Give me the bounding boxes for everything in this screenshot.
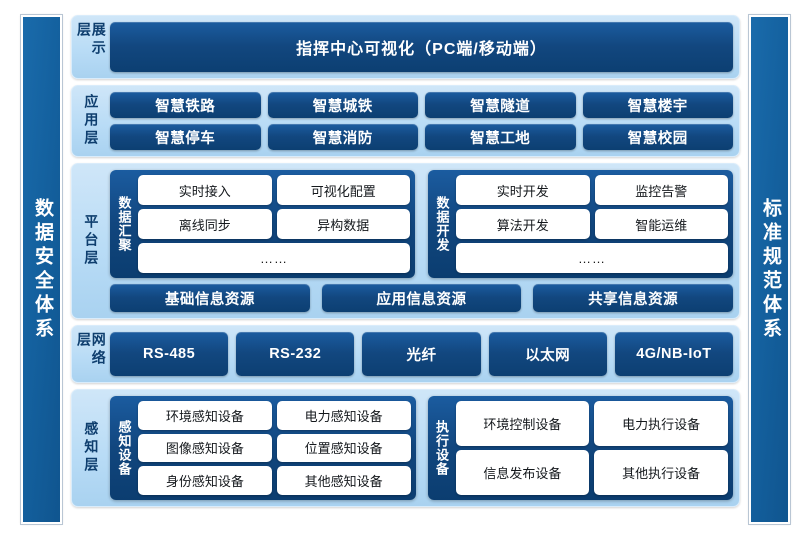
platform-resource-row: 基础信息资源 应用信息资源 共享信息资源	[110, 284, 733, 312]
platform-cell[interactable]: 监控告警	[594, 175, 728, 205]
perception-cell[interactable]: 图像感知设备	[138, 433, 272, 463]
platform-group-cells: 实时开发 监控告警 算法开发 智能运维 ……	[456, 175, 728, 273]
network-grid: RS-485 RS-232 光纤 以太网 4G/NB-IoT	[110, 332, 733, 376]
perception-cell[interactable]: 位置感知设备	[276, 433, 411, 463]
platform-group-label: 数据汇聚	[116, 196, 132, 252]
platform-cell[interactable]: 实时接入	[138, 175, 272, 205]
right-pillar-label: 标准规范体系	[759, 197, 781, 342]
layer-platform: 平台层 数据汇聚 实时接入 可视化配置 离线同步 异构数据 ……	[71, 163, 740, 319]
application-grid: 智慧铁路 智慧城铁 智慧隧道 智慧楼宇 智慧停车 智慧消防 智慧工地 智慧校园	[110, 92, 733, 150]
platform-cell-more[interactable]: ……	[456, 243, 728, 273]
platform-cell[interactable]: 离线同步	[138, 209, 272, 239]
perception-cell[interactable]: 信息发布设备	[455, 450, 590, 495]
network-item[interactable]: 以太网	[488, 332, 607, 376]
right-pillar-standards: 标准规范体系	[748, 14, 791, 525]
left-pillar-data-security: 数据安全体系	[20, 14, 63, 525]
perception-cell[interactable]: 其他感知设备	[276, 466, 411, 495]
platform-inner: 平台层 数据汇聚 实时接入 可视化配置 离线同步 异构数据 ……	[78, 170, 733, 312]
application-item[interactable]: 智慧停车	[110, 124, 261, 150]
resource-item[interactable]: 共享信息资源	[533, 284, 733, 312]
platform-groups: 数据汇聚 实时接入 可视化配置 离线同步 异构数据 …… 数据开发	[110, 170, 733, 278]
perception-cell[interactable]: 其他执行设备	[594, 450, 728, 495]
platform-cell[interactable]: 可视化配置	[276, 175, 410, 205]
resource-item[interactable]: 基础信息资源	[110, 284, 310, 312]
application-item[interactable]: 智慧工地	[425, 124, 576, 150]
application-item[interactable]: 智慧楼宇	[582, 92, 733, 118]
perception-cell[interactable]: 电力感知设备	[276, 401, 411, 430]
layer-network-label: 网络层	[76, 332, 107, 368]
platform-group-data-development: 数据开发 实时开发 监控告警 算法开发 智能运维 ……	[428, 170, 733, 278]
layer-perception-body: 感知设备 环境感知设备 电力感知设备 图像感知设备 位置感知设备 身份感知设备 …	[110, 396, 733, 500]
platform-cell-more[interactable]: ……	[138, 243, 410, 273]
platform-group-cells: 实时接入 可视化配置 离线同步 异构数据 ……	[138, 175, 410, 273]
perception-group-label: 执行设备	[434, 420, 449, 476]
display-banner[interactable]: 指挥中心可视化（PC端/移动端）	[110, 22, 733, 72]
perception-group-cells: 环境感知设备 电力感知设备 图像感知设备 位置感知设备 身份感知设备 其他感知设…	[138, 401, 411, 495]
platform-cell[interactable]: 异构数据	[276, 209, 410, 239]
platform-cell[interactable]: 算法开发	[456, 209, 590, 239]
layer-display: 展示层 指挥中心可视化（PC端/移动端）	[71, 15, 740, 79]
application-item[interactable]: 智慧城铁	[267, 92, 418, 118]
layer-network: 网络层 RS-485 RS-232 光纤 以太网 4G/NB-IoT	[71, 325, 740, 383]
layer-perception: 感知层 感知设备 环境感知设备 电力感知设备 图像感知设备 位置感知设备 身份感…	[71, 389, 740, 507]
platform-cell[interactable]: 智能运维	[594, 209, 728, 239]
perception-cell[interactable]: 身份感知设备	[138, 466, 272, 495]
layer-application-label: 应用层	[83, 94, 100, 148]
platform-group-label: 数据开发	[434, 196, 450, 252]
resource-item[interactable]: 应用信息资源	[321, 284, 522, 312]
perception-cell[interactable]: 环境控制设备	[455, 401, 590, 446]
perception-cell[interactable]: 电力执行设备	[594, 401, 728, 446]
application-item[interactable]: 智慧铁路	[110, 92, 261, 118]
perception-cell[interactable]: 环境感知设备	[138, 401, 272, 430]
left-pillar-label: 数据安全体系	[31, 197, 53, 342]
network-item[interactable]: RS-485	[110, 332, 229, 376]
application-item[interactable]: 智慧消防	[267, 124, 418, 150]
application-item[interactable]: 智慧校园	[582, 124, 733, 150]
layer-application: 应用层 智慧铁路 智慧城铁 智慧隧道 智慧楼宇 智慧停车 智慧消防 智慧工地 智…	[71, 85, 740, 157]
layer-stack: 展示层 指挥中心可视化（PC端/移动端） 应用层 智慧铁路 智慧城铁 智慧隧道 …	[71, 15, 740, 524]
platform-cell[interactable]: 实时开发	[456, 175, 590, 205]
perception-group-sensing-devices: 感知设备 环境感知设备 电力感知设备 图像感知设备 位置感知设备 身份感知设备 …	[110, 396, 416, 500]
layer-network-body: RS-485 RS-232 光纤 以太网 4G/NB-IoT	[110, 332, 733, 376]
platform-main: 数据汇聚 实时接入 可视化配置 离线同步 异构数据 …… 数据开发	[110, 170, 733, 312]
perception-group-execution-devices: 执行设备 环境控制设备 电力执行设备 信息发布设备 其他执行设备	[427, 396, 733, 500]
layer-application-body: 智慧铁路 智慧城铁 智慧隧道 智慧楼宇 智慧停车 智慧消防 智慧工地 智慧校园	[110, 92, 733, 150]
network-item[interactable]: 4G/NB-IoT	[614, 332, 733, 376]
layer-perception-label: 感知层	[83, 421, 100, 475]
layer-platform-label: 平台层	[83, 214, 100, 268]
perception-group-label: 感知设备	[116, 420, 132, 476]
layer-display-body: 指挥中心可视化（PC端/移动端）	[110, 22, 733, 72]
perception-group-cells: 环境控制设备 电力执行设备 信息发布设备 其他执行设备	[455, 401, 728, 495]
layer-display-label: 展示层	[76, 22, 107, 58]
network-item[interactable]: 光纤	[362, 332, 481, 376]
application-item[interactable]: 智慧隧道	[425, 92, 576, 118]
network-item[interactable]: RS-232	[236, 332, 355, 376]
platform-group-data-aggregation: 数据汇聚 实时接入 可视化配置 离线同步 异构数据 ……	[110, 170, 415, 278]
